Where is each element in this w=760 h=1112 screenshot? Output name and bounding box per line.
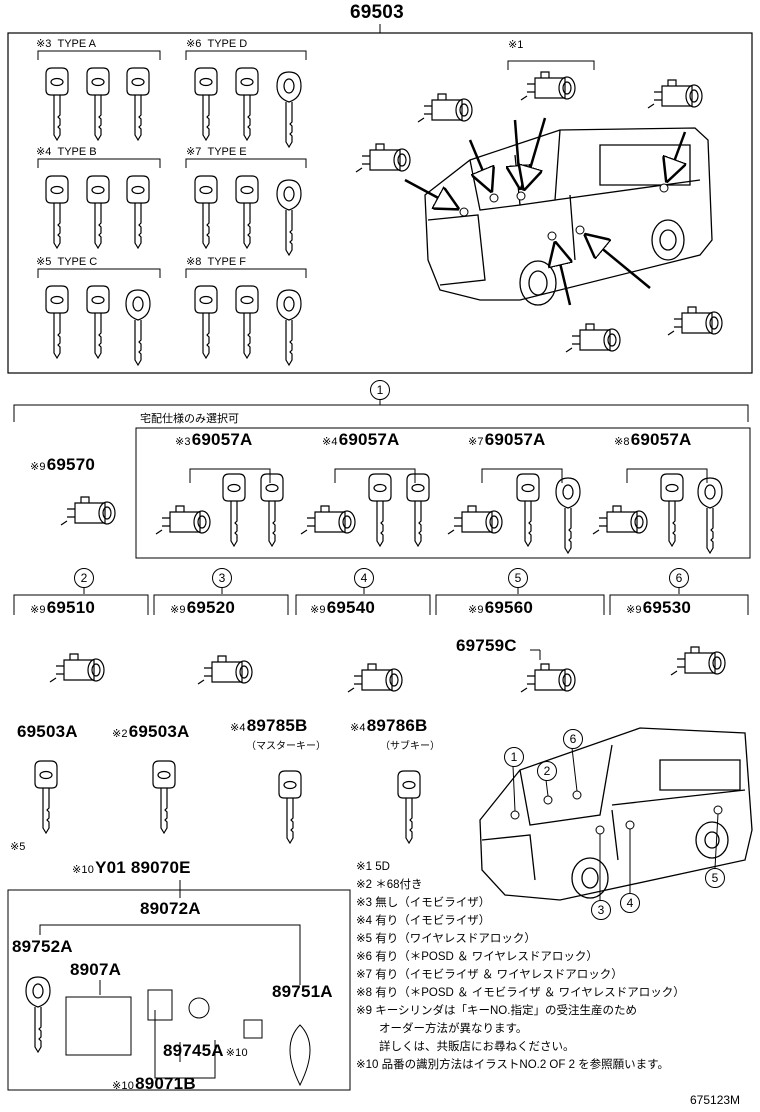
key-type-label: ※8 TYPE F [186,256,246,268]
callout-3: 3 [212,568,232,588]
note-line: ※6 有り（＊POSD ＆ ワイヤレスドアロック） [356,951,598,963]
part-number: ※469057A [322,430,400,449]
note-line: ※10 品番の識別方法はイラストNO.2 OF 2 を参照願います。 [356,1059,670,1071]
notes-list: ※1 5D ※2 ＊68付き ※3 無し（イモビライザ） ※4 有り（イモビライ… [356,858,685,1074]
van-callout: 4 [620,893,640,913]
key-type-label: ※4 TYPE B [36,146,97,158]
note-line: 詳しくは、共販店にお尋ねください。 [356,1041,575,1053]
note-line: ※9 キーシリンダは「キーNO.指定」の受注生産のため [356,1005,637,1017]
part-number: ※10Y01 89070E [72,858,191,877]
part-number-top: 69503 [350,2,404,23]
part-number: 69503A [17,722,78,741]
note-line: ※8 有り（＊POSD ＆ イモビライザ ＆ ワイヤレスドアロック） [356,987,685,999]
key-type-label: ※7 TYPE E [186,146,247,158]
part-number: ※369057A [175,430,253,449]
van-callout: 6 [563,729,583,749]
note-line: オーダー方法が異なります。 [356,1023,528,1035]
part-number: 89745A※10 [163,1041,248,1060]
section-header: 宅配仕様のみ選択可 [140,413,239,425]
note-line: ※2 ＊68付き [356,879,423,891]
van-callout: 1 [504,747,524,767]
part-number: ※1089071B [112,1074,196,1093]
part-number: ※769057A [468,430,546,449]
part-number: 89072A [140,899,201,918]
key-caption: （サブキー） [380,741,440,752]
part-number: 89751A [272,982,333,1001]
part-number-sub: 69759C [456,636,517,655]
part-number: ※489786B [350,716,428,735]
part-number: ※869057A [614,430,692,449]
note-line: ※5 有り（ワイヤレスドアロック） [356,933,536,945]
van-callout: 5 [705,868,725,888]
van-callout: 2 [537,761,557,781]
callout-4: 4 [354,568,374,588]
key-caption: （マスターキー） [246,741,326,752]
part-number: ※269503A [112,722,190,741]
part-number: ※969530 [626,598,692,617]
part-number: ※969540 [310,598,376,617]
note-mark: ※5 [10,841,26,853]
van-note-mark: ※1 [508,39,524,51]
figure-id: 675123M [690,1093,741,1107]
note-line: ※1 5D [356,861,390,873]
key-type-label: ※5 TYPE C [36,256,98,268]
part-number: ※969520 [170,598,236,617]
note-line: ※3 無し（イモビライザ） [356,897,491,909]
part-number: ※969570 [30,455,96,474]
callout-5: 5 [508,568,528,588]
key-type-label: ※3 TYPE A [36,38,96,50]
note-line: ※7 有り（イモビライザ ＆ ワイヤレスドアロック） [356,969,623,981]
callout-2: 2 [74,568,94,588]
part-number: ※489785B [230,716,308,735]
part-number: ※969510 [30,598,96,617]
van-callout: 3 [591,900,611,920]
part-number: 89752A [12,937,73,956]
part-number: ※969560 [468,598,534,617]
callout-6: 6 [669,568,689,588]
key-type-label: ※6 TYPE D [186,38,248,50]
part-number: 8907A [70,960,122,979]
note-line: ※4 有り（イモビライザ） [356,915,491,927]
callout-1: 1 [370,380,390,400]
